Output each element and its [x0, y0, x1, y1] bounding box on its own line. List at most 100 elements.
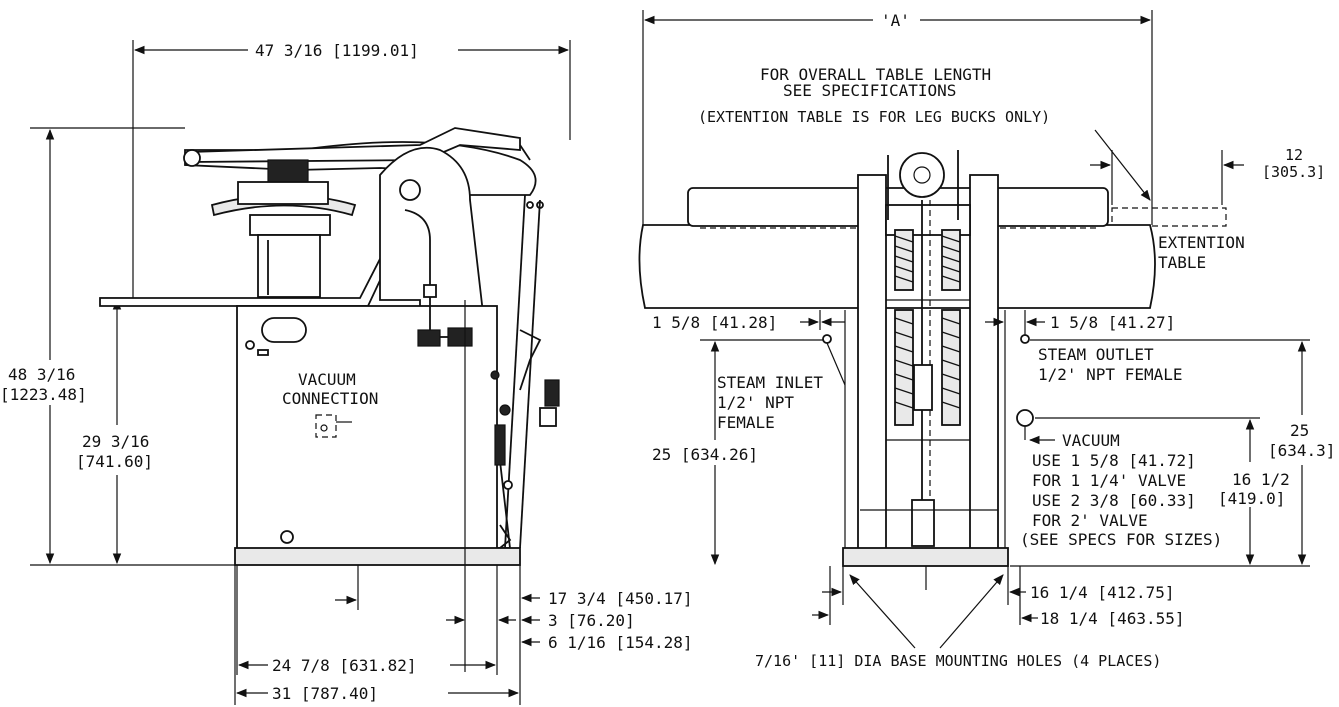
head-plate [249, 214, 331, 236]
steam-inlet-icon [822, 334, 832, 344]
vacuum-port-icon-front [1016, 409, 1034, 427]
vacuum-label-3: FOR 1 1/4' VALVE [1032, 471, 1186, 490]
linkage-rod-2 [519, 199, 541, 549]
steam-pipe [404, 209, 431, 330]
linkage-foot [499, 524, 512, 549]
spring-coil-2-lines [941, 235, 961, 283]
steam-inlet-label-1: STEAM INLET [717, 373, 823, 392]
right-front-view: 'A' FOR OVERALL TABLE LENGTH SEE SPECIFI… [638, 10, 1335, 670]
cabinet-handle [261, 317, 307, 343]
lever-end [519, 144, 531, 161]
handwheel-icon [899, 152, 945, 198]
dim-25-right-1: 25 [1290, 421, 1309, 440]
column-pivot-icon [399, 179, 421, 201]
pedal-valve-icon [544, 379, 560, 407]
vacuum-label-2: USE 1 5/8 [41.72] [1032, 451, 1196, 470]
spring-right-upper [941, 229, 961, 291]
steam-outlet-label-2: 1/2' NPT FEMALE [1038, 365, 1183, 384]
dim-overall-height-1: 48 3/16 [8, 365, 75, 384]
pedal-valve-body [539, 407, 557, 427]
dim-right-1-5-8: 1 5/8 [41.27] [1050, 313, 1175, 332]
dim-12-2: [305.3] [1262, 163, 1325, 181]
dim-31: 31 [787.40] [272, 684, 378, 703]
cabinet-foot-hole [280, 530, 294, 544]
dim-25-right-2: [634.3] [1268, 441, 1335, 460]
dim-A: 'A' [881, 11, 910, 30]
dim-16-1-2-2: [419.0] [1218, 489, 1285, 508]
vacuum-port [315, 414, 337, 438]
spring-coil-4-lines [941, 317, 961, 409]
steam-outlet-label-1: STEAM OUTLET [1038, 345, 1154, 364]
pin-c [526, 201, 534, 209]
dim-6-1-16: 6 1/16 [154.28] [548, 633, 693, 652]
steam-inlet-label-2: 1/2' NPT [717, 393, 794, 412]
dim-18-1-4: 18 1/4 [463.55] [1040, 609, 1185, 628]
lever-pivot-icon [183, 149, 201, 167]
spring-coil-3 [894, 309, 914, 426]
steam-inlet-label-3: FEMALE [717, 413, 775, 432]
hole-leader-left [849, 574, 916, 649]
dim-16-1-2-1: 16 1/2 [1232, 470, 1290, 489]
dim-25-left: 25 [634.26] [652, 445, 758, 464]
dim-overall-height-2: [1223.48] [0, 385, 87, 404]
spring-coil-1-lines [894, 235, 914, 283]
valve-block [267, 159, 309, 183]
note-line-3: (EXTENTION TABLE IS FOR LEG BUCKS ONLY) [698, 108, 1050, 126]
linkage-joint-1 [499, 404, 511, 416]
shaft-foot [911, 499, 935, 547]
front-base-plate [842, 547, 1009, 567]
note-leader [1094, 129, 1151, 201]
vacuum-label-4: USE 2 3/8 [60.33] [1032, 491, 1196, 510]
spring-coil-1 [894, 229, 914, 291]
spring-coil-4 [941, 309, 961, 426]
steam-trap-icon [447, 327, 473, 347]
left-column [857, 174, 887, 556]
base-plate [234, 547, 521, 566]
spring-assembly [494, 424, 506, 466]
handwheel-hub [913, 166, 931, 184]
cabinet-tab [257, 349, 269, 356]
steam-valve-icon [417, 329, 441, 347]
spring-right-lower [941, 309, 961, 426]
pipe-union [423, 284, 437, 298]
vacuum-connection-label-1: VACUUM [298, 370, 356, 389]
vacuum-label-1: VACUUM [1062, 431, 1120, 450]
dim-table-height-2: [741.60] [76, 452, 153, 471]
linkage-joint-3 [503, 480, 513, 490]
hole-leader-right [939, 574, 1004, 649]
mounting-holes-label: 7/16' [11] DIA BASE MOUNTING HOLES (4 PL… [755, 652, 1161, 670]
note-line-2: SEE SPECIFICATIONS [783, 81, 956, 100]
vacuum-label-6: (SEE SPECS FOR SIZES) [1020, 530, 1222, 549]
frame-uprights [887, 150, 959, 220]
linkage-crank [519, 329, 542, 391]
dim-left-1-5-8: 1 5/8 [41.28] [652, 313, 777, 332]
steam-inlet-leader [826, 342, 846, 386]
dim-16-1-4: 16 1/4 [412.75] [1030, 583, 1175, 602]
cabinet-body [236, 305, 498, 551]
spring-left-lower [894, 309, 914, 426]
vacuum-label-5: FOR 2' VALVE [1032, 511, 1148, 530]
extension-table-label-1: EXTENTION [1158, 233, 1245, 252]
extension-table-outline [1111, 207, 1227, 227]
left-side-view: 47 3/16 [1199.01] 48 3/16 [1223.48] 29 3… [0, 40, 693, 705]
vacuum-connection-label-2: CONNECTION [282, 389, 378, 408]
dim-table-height-1: 29 3/16 [82, 432, 149, 451]
head-collar [237, 181, 329, 205]
dim-24-7-8: 24 7/8 [631.82] [272, 656, 417, 675]
shaft-coupling [913, 364, 933, 411]
vacuum-port-icon [320, 424, 328, 432]
dim-12-1: 12 [1285, 146, 1303, 164]
extension-table-label-2: TABLE [1158, 253, 1206, 272]
cabinet-screw [245, 340, 255, 350]
dim-top-width: 47 3/16 [1199.01] [255, 41, 419, 60]
dim-3: 3 [76.20] [548, 611, 635, 630]
spring-coil-2 [941, 229, 961, 291]
spring-coil-3-lines [894, 317, 914, 409]
note-line-1: FOR OVERALL TABLE LENGTH [760, 65, 991, 84]
dim-17-3-4: 17 3/4 [450.17] [548, 589, 693, 608]
linkage-joint-2 [490, 370, 500, 380]
spring-left-upper [894, 229, 914, 291]
linkage-rod-1 [504, 194, 526, 549]
